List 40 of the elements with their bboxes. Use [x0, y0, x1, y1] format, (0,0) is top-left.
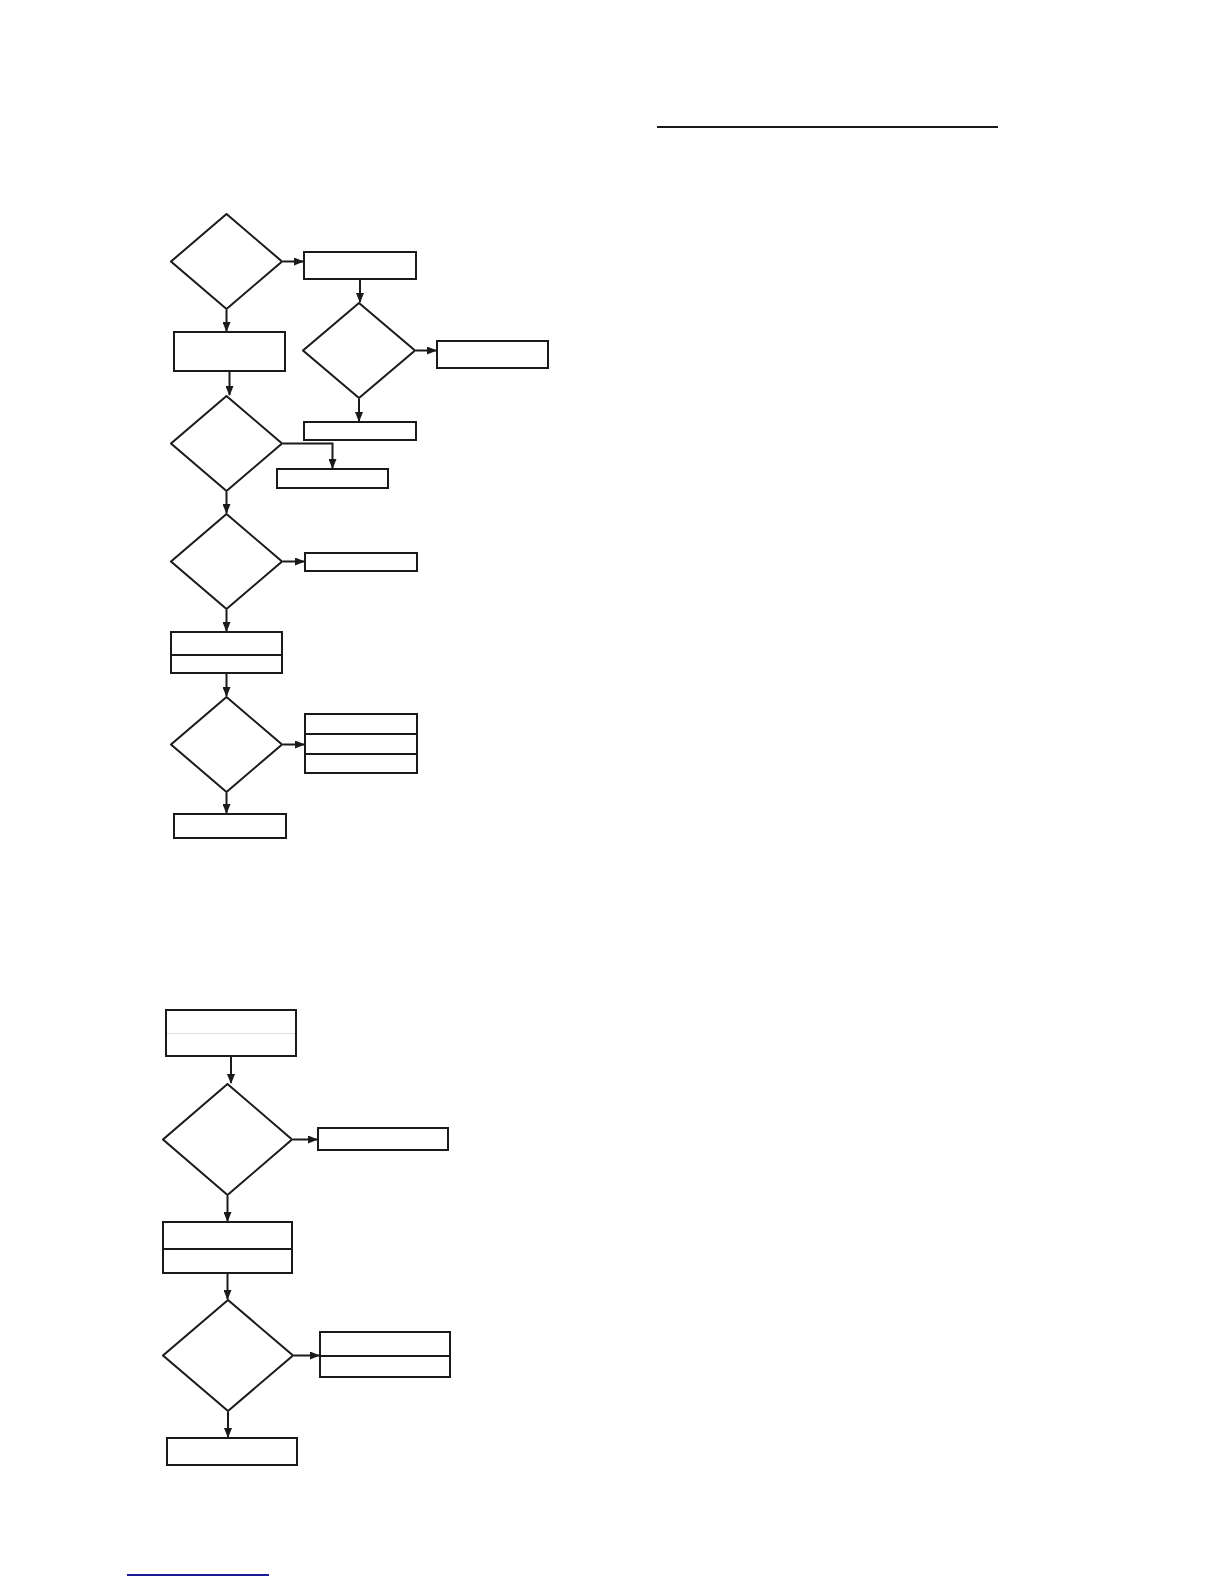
decision-diamond	[162, 1083, 293, 1196]
arrow	[223, 1273, 232, 1300]
process-box	[436, 340, 549, 369]
process-box	[276, 468, 389, 489]
process-box	[317, 1127, 449, 1151]
process-box	[303, 251, 417, 280]
process-box	[166, 1437, 298, 1466]
arrow	[282, 257, 304, 266]
arrow	[282, 557, 305, 566]
arrow	[356, 279, 364, 303]
process-box	[304, 552, 418, 572]
decision-diamond	[162, 1299, 294, 1412]
arrow	[293, 1351, 320, 1360]
decision-diamond	[170, 696, 283, 793]
arrow	[222, 309, 231, 332]
process-box	[165, 1009, 297, 1057]
arrow	[222, 609, 231, 632]
arrow	[282, 442, 337, 469]
arrow	[355, 398, 363, 422]
decision-diamond	[170, 513, 283, 610]
process-box	[170, 631, 283, 674]
arrow	[282, 740, 305, 749]
process-box	[304, 713, 418, 774]
arrow	[223, 1195, 232, 1222]
arrow	[292, 1135, 318, 1144]
arrow	[227, 1056, 235, 1084]
process-box	[162, 1221, 293, 1274]
decision-diamond	[170, 213, 283, 310]
arrow	[222, 673, 231, 697]
arrow	[224, 1411, 232, 1438]
arrow	[415, 346, 437, 355]
process-box	[303, 421, 417, 441]
process-box	[319, 1331, 451, 1378]
arrow	[222, 491, 231, 514]
arrow	[225, 371, 234, 396]
decision-diamond	[170, 395, 283, 492]
process-box	[173, 331, 286, 372]
decision-diamond	[302, 302, 416, 399]
process-box	[173, 813, 287, 839]
arrow	[222, 792, 231, 814]
